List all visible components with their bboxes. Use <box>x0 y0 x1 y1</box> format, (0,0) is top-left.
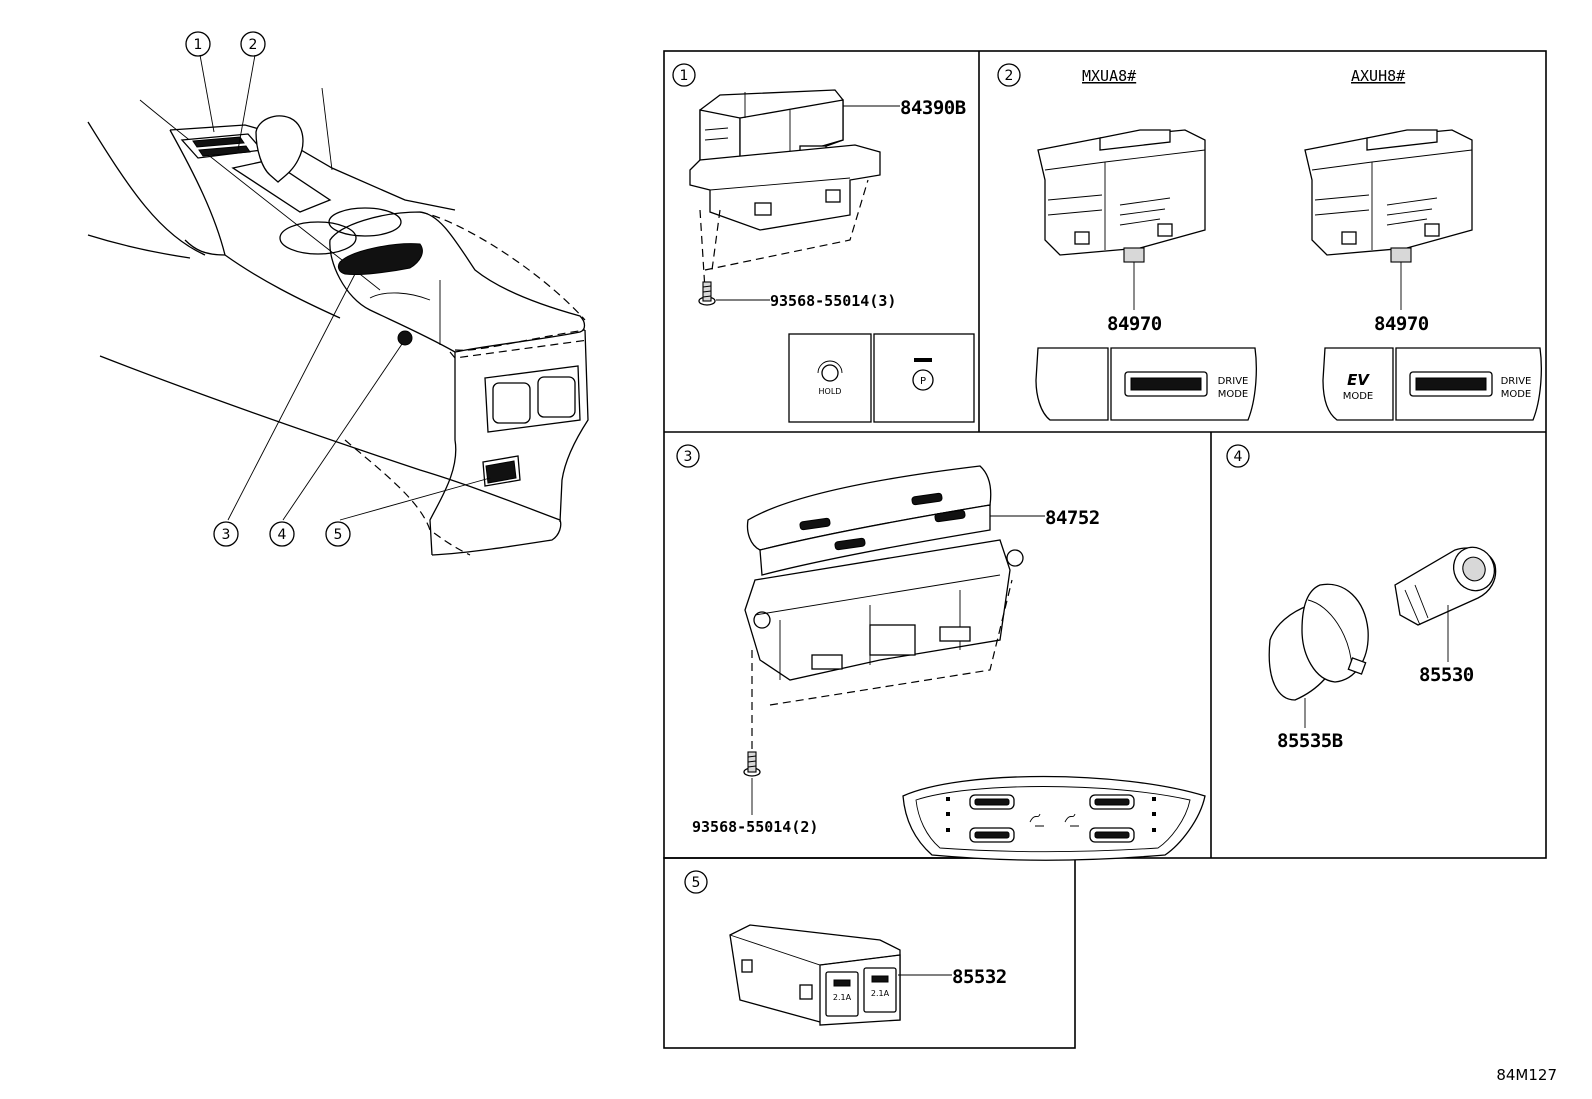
power-socket-85535B-drawing <box>1268 583 1369 701</box>
part-number-84752: 84752 <box>1045 507 1100 529</box>
svg-text:2: 2 <box>249 37 258 53</box>
figure-code: 84M127 <box>1496 1066 1557 1084</box>
svg-text:MODE: MODE <box>1501 389 1532 400</box>
svg-text:MODE: MODE <box>1218 389 1249 400</box>
part-number-screw-2: 93568-55014(2) <box>692 818 818 836</box>
screw-icon <box>698 281 716 306</box>
screw-icon-2 <box>743 751 761 777</box>
ev-drive-mode-face-axuh8: EV MODE DRIVE MODE <box>1322 347 1542 421</box>
drive-mode-face-mxua8: DRIVE MODE <box>1035 347 1257 421</box>
parking-switch-face: P <box>873 333 975 423</box>
hold-switch-face: HOLD <box>788 333 872 423</box>
svg-text:2: 2 <box>1005 68 1014 84</box>
callout-2: 2 <box>240 31 266 57</box>
svg-text:4: 4 <box>1234 449 1243 465</box>
parking-brake-switch-drawing <box>689 89 881 231</box>
model-code-mxua8: MXUA8# <box>1082 67 1136 85</box>
svg-text:3: 3 <box>684 449 693 465</box>
seat-heater-icon <box>1029 813 1044 827</box>
console-overview: 1 2 3 4 5 <box>87 31 589 556</box>
seat-heater-icon-2 <box>1064 813 1079 827</box>
model-code-axuh8: AXUH8# <box>1351 67 1405 85</box>
panel-1: 1 84390B 93568-55014(3) <box>672 63 975 423</box>
panel-5: 5 2.1A 2.1A 85532 <box>684 870 1007 1026</box>
part-number-85535B: 85535B <box>1277 730 1343 752</box>
panel-2: 2 MXUA8# AXUH8# 84970 <box>997 63 1542 421</box>
part-number-screw-3: 93568-55014(3) <box>770 292 896 310</box>
seat-heater-switch-drawing <box>744 465 1024 681</box>
svg-text:HOLD: HOLD <box>819 387 842 396</box>
usb-rating-label-2: 2.1A <box>871 989 890 998</box>
callout-5: 5 <box>325 521 351 547</box>
callout-3: 3 <box>213 521 239 547</box>
svg-text:4: 4 <box>278 527 287 543</box>
part-number-84970-axuh8: 84970 <box>1374 313 1429 335</box>
usb-charger-drawing: 2.1A 2.1A <box>729 924 901 1026</box>
svg-text:DRIVE: DRIVE <box>1501 376 1532 387</box>
svg-text:5: 5 <box>334 527 343 543</box>
drive-mode-switch-drawing-2 <box>1304 129 1473 263</box>
part-number-85532: 85532 <box>952 966 1007 988</box>
part-number-85530: 85530 <box>1419 664 1474 686</box>
panel-3: 3 84752 93568-55014(2) <box>676 444 1206 861</box>
part-number-84970-mxua8: 84970 <box>1107 313 1162 335</box>
svg-text:1: 1 <box>194 37 203 53</box>
ev-mode-label: EV <box>1347 371 1370 389</box>
power-socket-85530-drawing <box>1394 546 1497 626</box>
seat-heater-switch-face <box>902 775 1206 861</box>
svg-text:1: 1 <box>680 68 689 84</box>
svg-text:5: 5 <box>692 875 701 891</box>
panel-4: 4 85530 85535B <box>1226 444 1497 752</box>
drive-mode-switch-drawing-1 <box>1037 129 1206 263</box>
part-number-84390B: 84390B <box>900 97 966 119</box>
svg-text:P: P <box>920 376 926 387</box>
svg-text:MODE: MODE <box>1343 391 1374 402</box>
svg-text:DRIVE: DRIVE <box>1218 376 1249 387</box>
callout-4: 4 <box>269 521 295 547</box>
callout-1: 1 <box>185 31 211 57</box>
usb-rating-label-1: 2.1A <box>833 993 852 1002</box>
svg-text:3: 3 <box>222 527 231 543</box>
